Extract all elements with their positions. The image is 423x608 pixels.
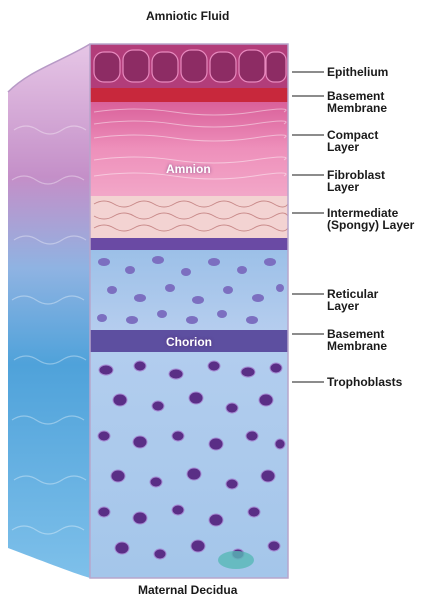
layer-basement-membrane-amnion [90,88,288,102]
label-basement-membrane-amnion: Basement Membrane [327,90,387,114]
label-reticular-layer: Reticular Layer [327,288,378,312]
chorion-region-label: Chorion [166,335,212,349]
label-intermediate-spongy-layer: Intermediate (Spongy) Layer [327,207,414,231]
block-front-face [90,44,288,578]
block-side-face [8,44,90,578]
layer-chorion-boundary [90,238,288,250]
layer-compact-fibroblast [90,102,288,196]
label-trophoblasts: Trophoblasts [327,376,402,388]
decidua-vessel [218,551,254,569]
maternal-decidua-label: Maternal Decidua [138,583,237,597]
leader-lines [292,72,324,382]
label-basement-membrane-chorion: Basement Membrane [327,328,387,352]
label-compact-layer: Compact Layer [327,129,378,153]
label-epithelium: Epithelium [327,66,388,78]
amnion-region-label: Amnion [166,162,211,176]
label-fibroblast-layer: Fibroblast Layer [327,169,385,193]
amniotic-fluid-label: Amniotic Fluid [146,9,229,23]
